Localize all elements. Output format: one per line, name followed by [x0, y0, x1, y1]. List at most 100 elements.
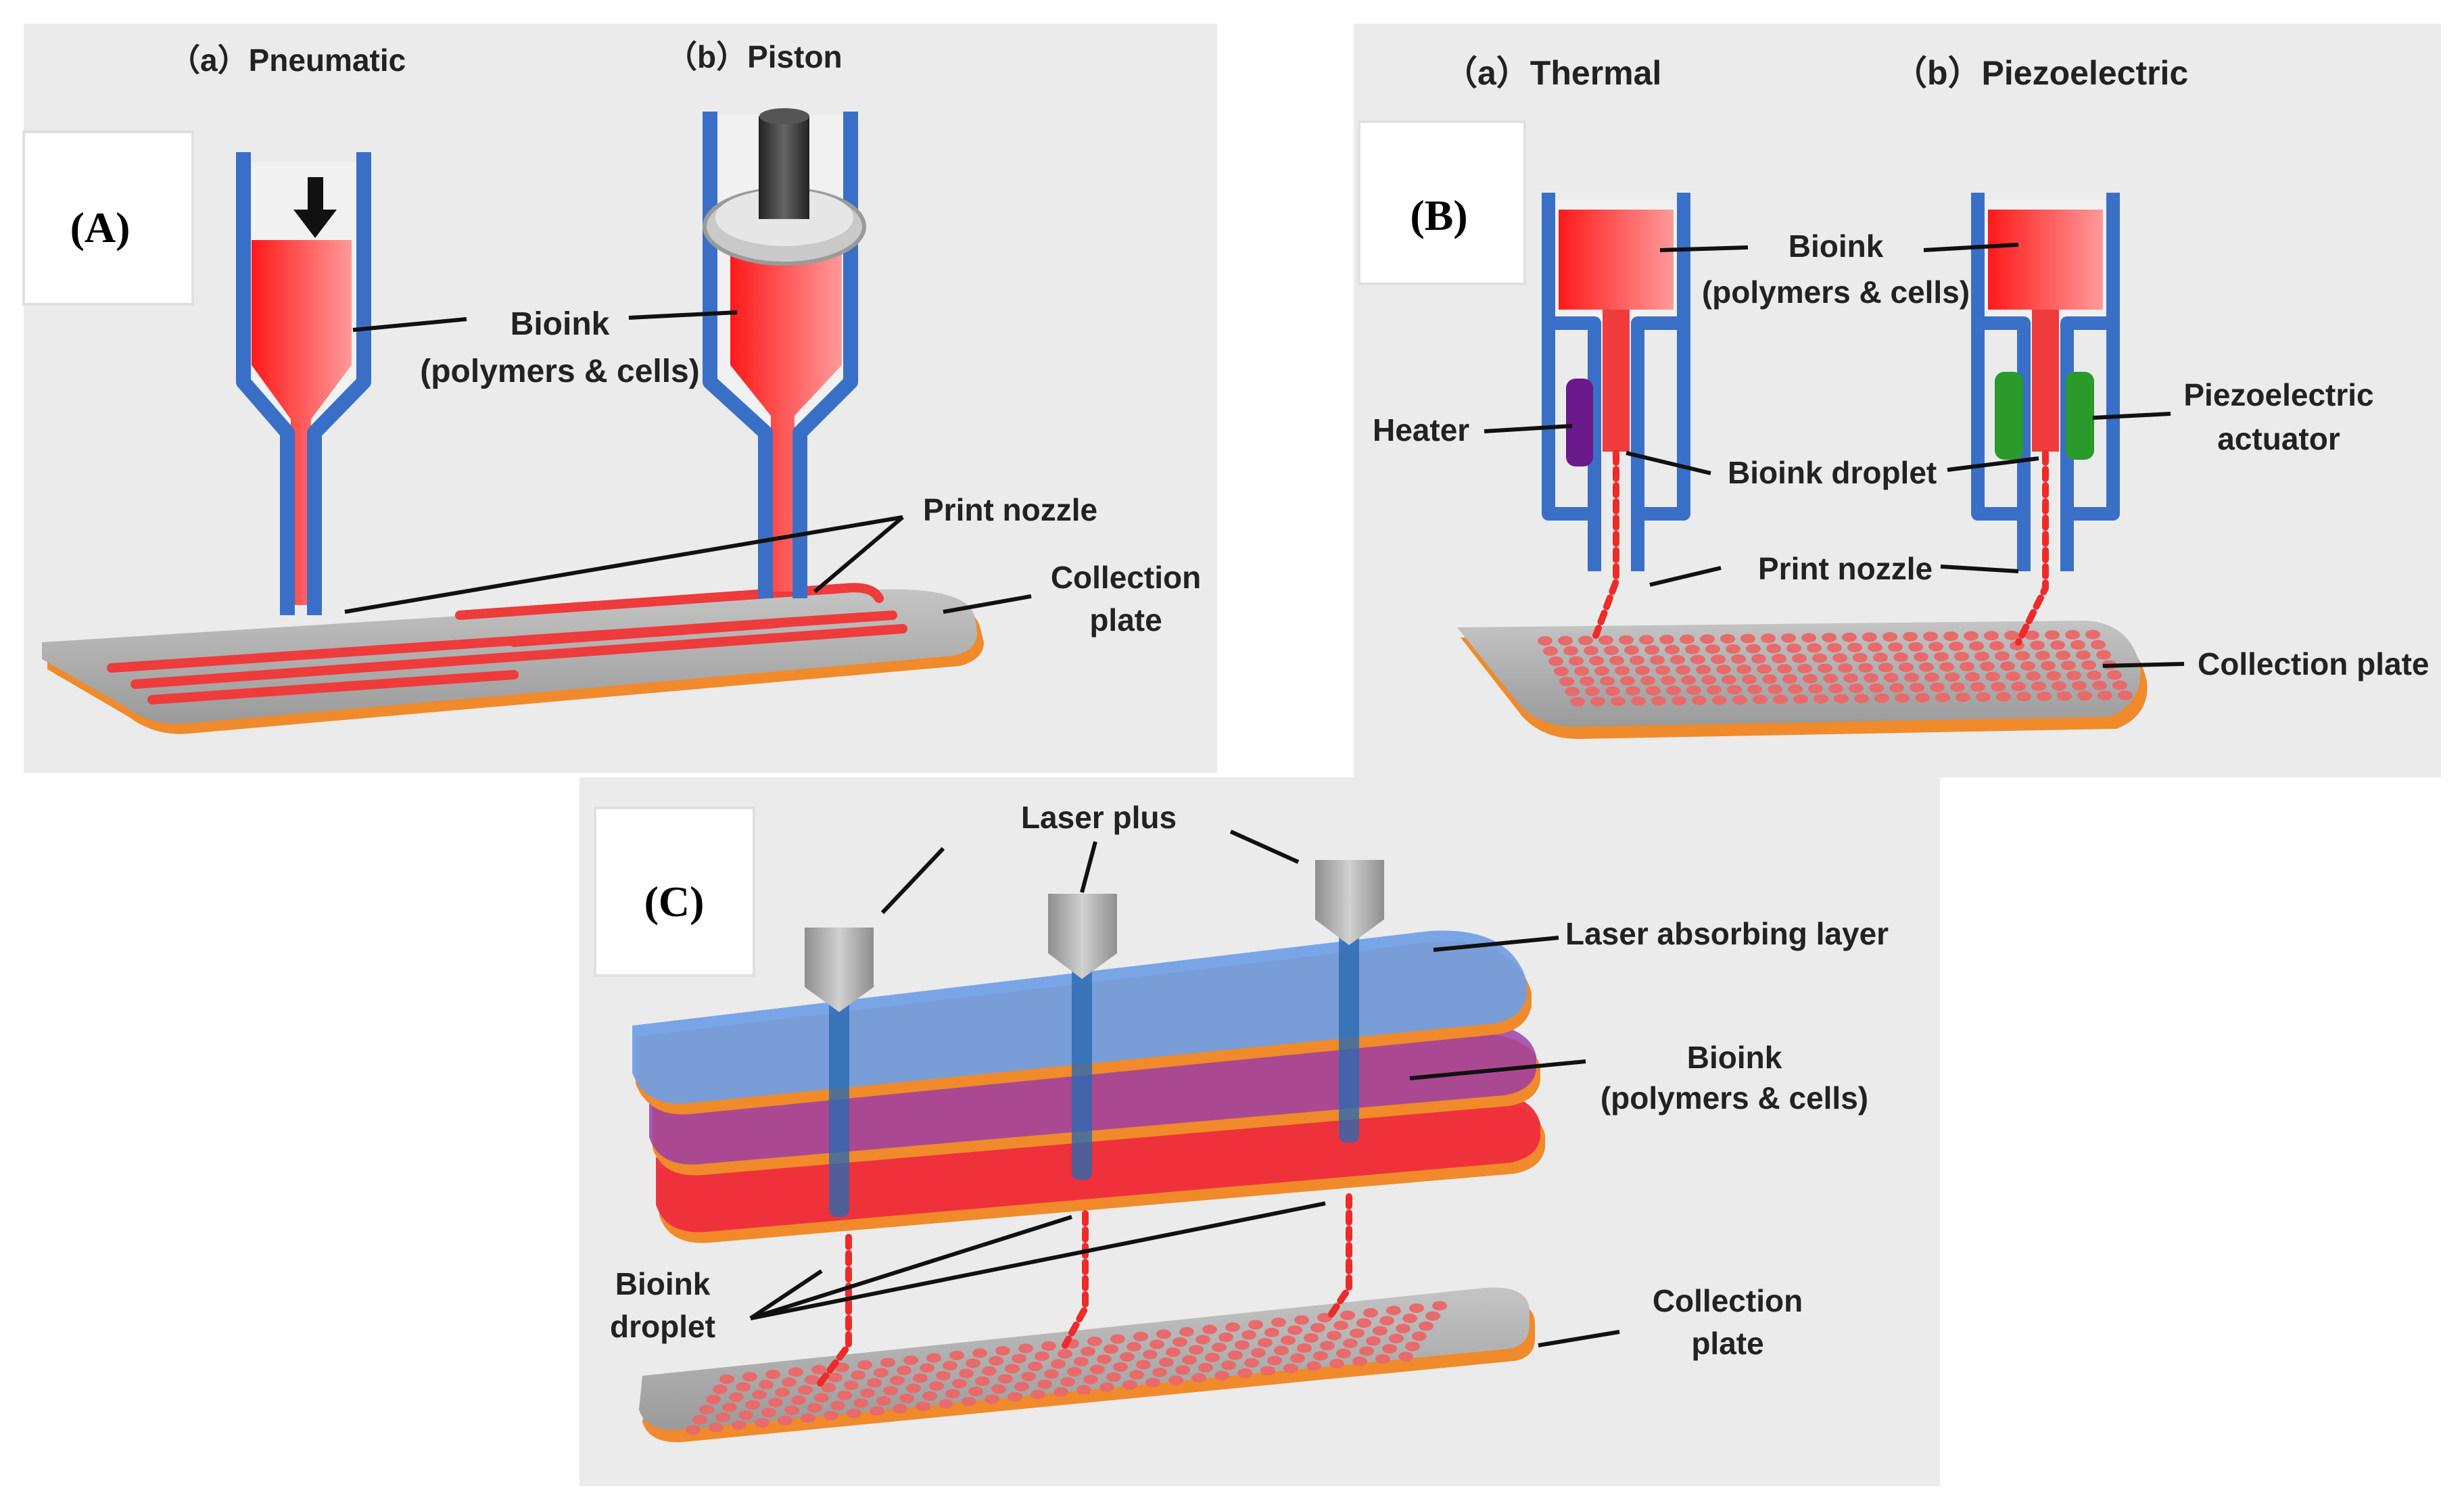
collection-label-a-2: plate [1089, 602, 1162, 638]
droplet-dot [2098, 690, 2112, 700]
droplet-dot [1989, 641, 2004, 651]
droplet-dot [1685, 644, 1700, 654]
droplet-dot [1624, 645, 1639, 655]
droplet-dot [972, 1348, 987, 1358]
droplet-dot [1646, 686, 1661, 696]
droplet-dot [1976, 692, 1991, 702]
droplet-dot [1574, 666, 1589, 676]
droplet-dot [1168, 1375, 1183, 1385]
heater-element [1566, 379, 1593, 466]
droplet-dot [1899, 663, 1914, 673]
droplet-dot [2006, 671, 2020, 681]
droplet-dot [1939, 662, 1954, 672]
droplet-dot [1580, 676, 1594, 686]
droplet-dot [1822, 633, 1837, 643]
droplet-dot [1037, 1379, 1052, 1389]
droplet-dot [2118, 690, 2133, 700]
droplet-dot [1405, 1341, 1420, 1351]
thermal-droplets [1592, 450, 1619, 639]
droplet-dot [2016, 692, 2031, 702]
collection-leader-b [2102, 662, 2185, 668]
droplet-dot [824, 1411, 838, 1420]
droplet-dot [1889, 683, 1904, 693]
droplet-dot [989, 1356, 1003, 1366]
droplet-dot [798, 1385, 813, 1395]
panel-c-label: (C) [644, 878, 705, 926]
droplet-dot [1313, 1351, 1328, 1361]
droplet-dot [952, 1378, 967, 1389]
panel-a-label: (A) [70, 203, 131, 251]
droplet-dot [1615, 665, 1630, 675]
droplet-dot [1012, 1353, 1026, 1364]
heater-leader [1484, 424, 1573, 433]
droplet-dot [1736, 664, 1751, 674]
droplet-dot [1690, 654, 1705, 665]
droplet-dot [1419, 1321, 1434, 1331]
droplet-dot [1382, 1344, 1397, 1353]
nozzle-leader-a1 [344, 515, 903, 614]
droplet-dot [1781, 633, 1796, 643]
droplet-dot [1304, 1333, 1319, 1343]
droplet-dot [1559, 677, 1574, 686]
droplet-dot [844, 1381, 859, 1390]
droplet-dot [1609, 655, 1624, 665]
droplet-dot [1267, 1356, 1282, 1366]
collection-label-c-2: plate [1691, 1326, 1763, 1361]
droplet-dot [903, 1356, 918, 1365]
droplet-dot [899, 1393, 914, 1404]
droplet-dot [1018, 1343, 1033, 1353]
droplet-dot [1058, 1349, 1072, 1359]
droplet-dot [1175, 1365, 1190, 1375]
droplet-dot [2076, 650, 2091, 660]
droplet-dot [1083, 1374, 1098, 1385]
droplet-dot [920, 1363, 934, 1373]
droplet-dot [1320, 1341, 1335, 1351]
droplet-label-b: Bioink droplet [1728, 455, 1937, 490]
droplet-dot [1343, 1339, 1358, 1348]
droplet-dot [1122, 1380, 1137, 1390]
droplet-dot [1087, 1337, 1102, 1346]
droplet-dot [1832, 653, 1847, 663]
droplet-dot [1985, 671, 2000, 681]
droplet-dot [1271, 1318, 1286, 1327]
droplet-dot [1650, 655, 1665, 665]
laser-beam-1 [805, 928, 874, 1217]
droplet-dot [1228, 1350, 1243, 1360]
droplet-dot [765, 1370, 780, 1379]
piezo-actuator-left [1995, 372, 2023, 460]
droplet-dot [1878, 663, 1893, 673]
droplet-dot [1251, 1348, 1266, 1358]
droplet-dot [962, 1397, 976, 1406]
bioink-leader-a2 [628, 310, 738, 320]
droplet-dot [853, 1398, 868, 1408]
droplet-dot [2085, 629, 2100, 640]
collection-plate-b [1457, 621, 2148, 739]
droplet-dot [1283, 1364, 1298, 1373]
droplet-dot [1895, 693, 1910, 703]
droplet-dot [1310, 1323, 1325, 1333]
droplet-dot [943, 1361, 957, 1370]
droplet-dot [2015, 650, 2030, 661]
droplet-dot [1793, 694, 1808, 704]
droplet-dot [801, 1413, 815, 1423]
droplet-dot [1120, 1352, 1135, 1362]
droplet-dot [1129, 1370, 1144, 1380]
droplet-dot [1570, 697, 1585, 706]
droplet-dot [1179, 1327, 1194, 1337]
droplet-dot [1853, 652, 1868, 663]
droplet-dot [1766, 644, 1781, 654]
droplet-dot [2072, 681, 2087, 691]
droplet-dot [807, 1403, 822, 1413]
droplet-dot [1797, 663, 1812, 673]
droplet-dot [1903, 631, 1918, 642]
droplet-dot [1954, 652, 1969, 661]
absorbing-label: Laser absorbing layer [1565, 916, 1889, 951]
droplet-dot [1843, 673, 1858, 683]
droplet-dot [870, 1406, 884, 1416]
pressure-arrow-icon [293, 177, 337, 238]
droplet-dot [1244, 1358, 1259, 1368]
droplet-dot [1585, 686, 1600, 696]
bioink-label-a-1: Bioink [511, 306, 610, 342]
droplet-dot [2030, 640, 2045, 650]
droplet-dot [1640, 675, 1655, 686]
